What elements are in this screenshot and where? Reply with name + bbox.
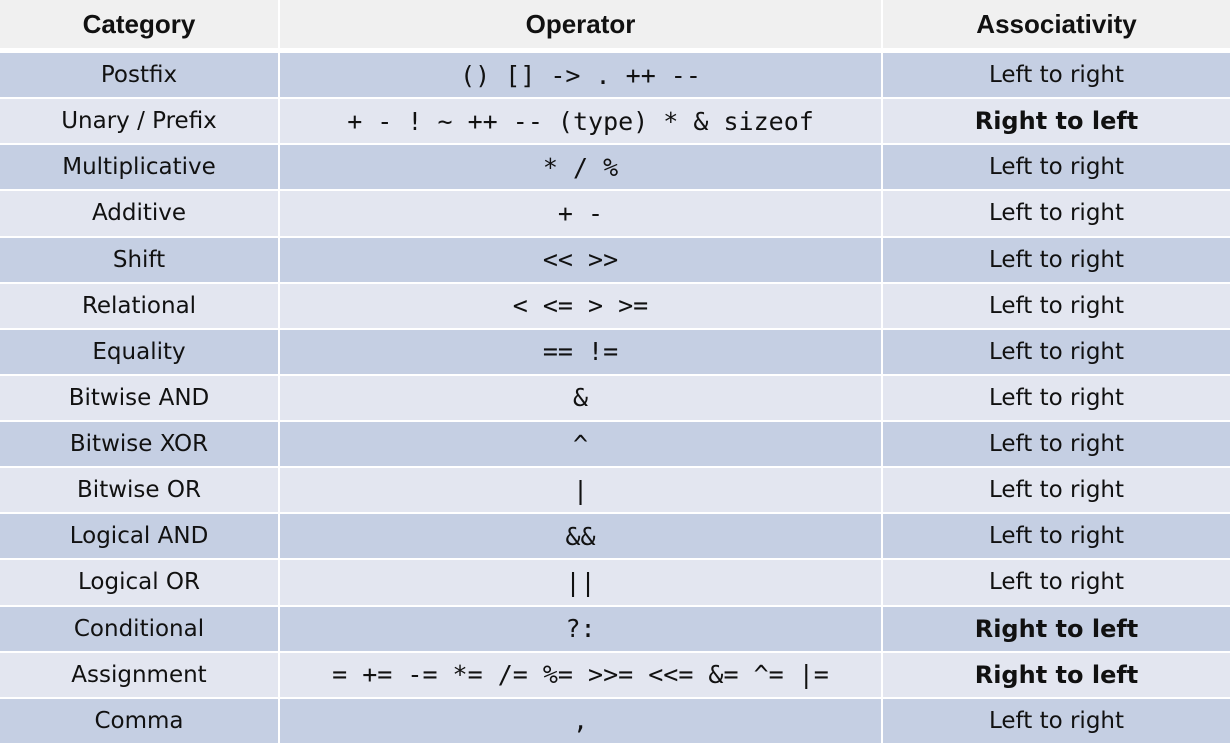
category-cell: Postfix: [0, 51, 278, 98]
associativity-cell: Left to right: [881, 235, 1230, 282]
operator-cell: + - ! ~ ++ -- (type) * & sizeof: [278, 97, 881, 144]
operator-cell: == !=: [278, 327, 881, 374]
table-header: Category Operator Associativity: [0, 0, 1230, 51]
associativity-cell: Left to right: [881, 373, 1230, 420]
table-row: Relational< <= > >=Left to right: [0, 281, 1230, 328]
operator-cell: << >>: [278, 235, 881, 282]
operator-cell: < <= > >=: [278, 281, 881, 328]
operator-cell: &: [278, 373, 881, 420]
category-cell: Additive: [0, 189, 278, 236]
category-cell: Logical OR: [0, 558, 278, 605]
associativity-cell: Left to right: [881, 51, 1230, 98]
associativity-cell: Left to right: [881, 466, 1230, 513]
category-cell: Bitwise XOR: [0, 420, 278, 467]
operator-cell: ||: [278, 558, 881, 605]
category-cell: Relational: [0, 281, 278, 328]
associativity-cell: Left to right: [881, 281, 1230, 328]
table-row: Bitwise AND&Left to right: [0, 373, 1230, 420]
table-row: Shift<< >>Left to right: [0, 235, 1230, 282]
category-cell: Assignment: [0, 650, 278, 697]
category-cell: Equality: [0, 327, 278, 374]
associativity-cell: Left to right: [881, 420, 1230, 467]
associativity-cell: Left to right: [881, 327, 1230, 374]
operator-cell: &&: [278, 512, 881, 559]
category-cell: Logical AND: [0, 512, 278, 559]
associativity-cell: Left to right: [881, 189, 1230, 236]
category-cell: Bitwise OR: [0, 466, 278, 513]
table-row: Bitwise OR|Left to right: [0, 466, 1230, 513]
associativity-cell: Left to right: [881, 696, 1230, 743]
category-cell: Unary / Prefix: [0, 97, 278, 144]
operator-cell: ^: [278, 420, 881, 467]
table-row: Conditional?:Right to left: [0, 604, 1230, 651]
associativity-cell: Left to right: [881, 512, 1230, 559]
associativity-cell: Left to right: [881, 143, 1230, 190]
table-row: Equality== !=Left to right: [0, 327, 1230, 374]
category-cell: Comma: [0, 696, 278, 743]
category-cell: Multiplicative: [0, 143, 278, 190]
associativity-cell: Right to left: [881, 604, 1230, 651]
header-category: Category: [0, 0, 278, 51]
associativity-cell: Right to left: [881, 97, 1230, 144]
operator-cell: ,: [278, 696, 881, 743]
operator-cell: ?:: [278, 604, 881, 651]
header-associativity: Associativity: [881, 0, 1230, 51]
category-cell: Bitwise AND: [0, 373, 278, 420]
operator-cell: () [] -> . ++ --: [278, 51, 881, 98]
table-row: Additive+ -Left to right: [0, 189, 1230, 236]
header-row: Category Operator Associativity: [0, 0, 1230, 51]
table-row: Comma,Left to right: [0, 696, 1230, 743]
table-row: Unary / Prefix+ - ! ~ ++ -- (type) * & s…: [0, 97, 1230, 144]
category-cell: Conditional: [0, 604, 278, 651]
associativity-cell: Left to right: [881, 558, 1230, 605]
operator-cell: = += -= *= /= %= >>= <<= &= ^= |=: [278, 650, 881, 697]
category-cell: Shift: [0, 235, 278, 282]
table-row: Assignment= += -= *= /= %= >>= <<= &= ^=…: [0, 650, 1230, 697]
operator-cell: |: [278, 466, 881, 513]
operator-cell: + -: [278, 189, 881, 236]
header-operator: Operator: [278, 0, 881, 51]
table-row: Postfix() [] -> . ++ --Left to right: [0, 51, 1230, 98]
table-row: Bitwise XOR^Left to right: [0, 420, 1230, 467]
associativity-cell: Right to left: [881, 650, 1230, 697]
table-row: Logical AND&&Left to right: [0, 512, 1230, 559]
table-row: Multiplicative* / %Left to right: [0, 143, 1230, 190]
table-row: Logical OR||Left to right: [0, 558, 1230, 605]
operator-cell: * / %: [278, 143, 881, 190]
